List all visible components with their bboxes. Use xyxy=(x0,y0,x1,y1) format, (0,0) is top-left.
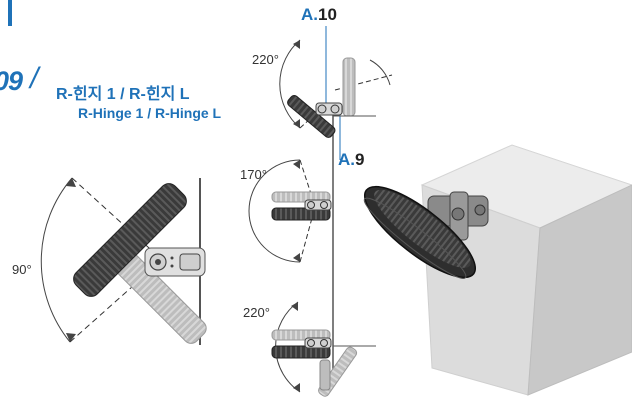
section-bar xyxy=(8,0,12,26)
angle-label-left: 90° xyxy=(12,262,32,277)
angle-label-top: 220° xyxy=(252,52,279,67)
hinge-mount-render xyxy=(427,191,489,241)
callout-a9-number: 9 xyxy=(355,150,365,169)
title-english: R-Hinge 1 / R-Hinge L xyxy=(78,105,222,121)
device-render xyxy=(363,185,477,279)
middle-hinge-drawings xyxy=(248,26,393,397)
callout-a10-number: 10 xyxy=(318,5,337,24)
callout-a10-prefix: A. xyxy=(301,5,318,24)
section-slash: / xyxy=(30,62,39,95)
callout-a9-prefix: A. xyxy=(338,150,355,169)
callout-a9: A.9 xyxy=(338,150,364,170)
angle-label-bottom: 220° xyxy=(243,305,270,320)
left-hinge-drawing xyxy=(40,177,207,345)
section-number: 09 xyxy=(0,66,23,96)
angle-label-middle: 170° xyxy=(240,167,267,182)
callout-a10: A.10 xyxy=(301,5,337,25)
title-korean: R-힌지 1 / R-힌지 L xyxy=(56,86,190,103)
